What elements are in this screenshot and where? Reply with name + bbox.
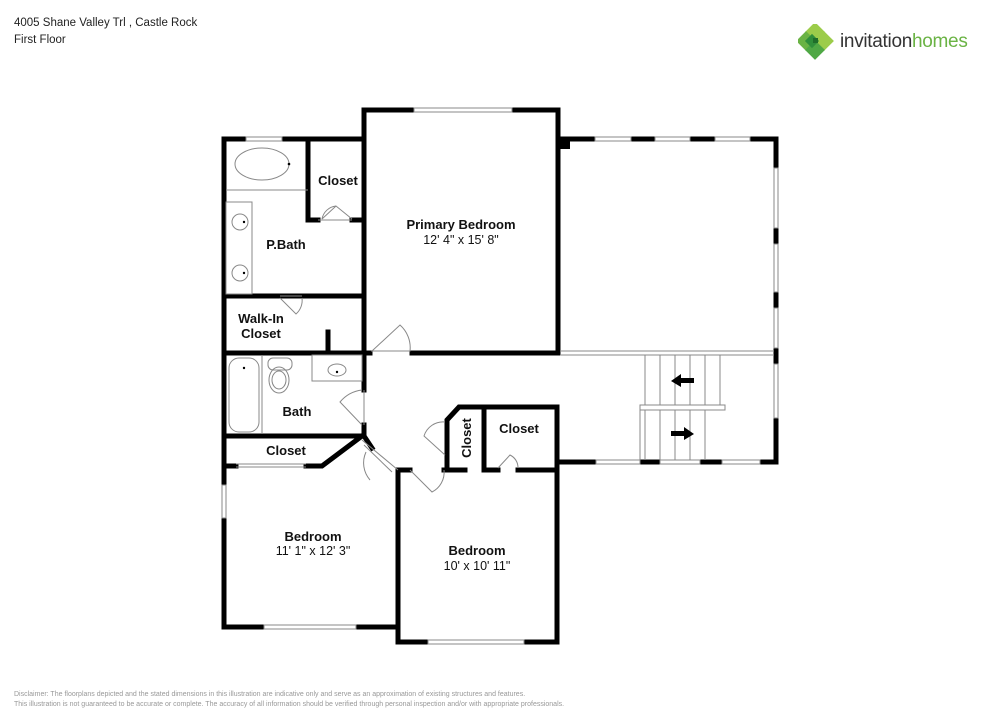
disclaimer: Disclaimer: The floorplans depicted and … <box>14 690 564 710</box>
disclaimer-line-1: Disclaimer: The floorplans depicted and … <box>14 691 526 698</box>
room-label-primary-bedroom: Primary Bedroom <box>406 217 515 232</box>
room-label-primary-closet: Closet <box>318 173 358 188</box>
property-address: 4005 Shane Valley Trl , Castle Rock <box>14 17 198 29</box>
brand-logo: invitationhomes <box>798 24 968 60</box>
walls <box>221 107 779 645</box>
room-dims-bedroom-3: 10' x 10' 11" <box>444 559 511 573</box>
floor-label: First Floor <box>14 34 66 46</box>
room-label-walk-in-line2: Closet <box>241 326 281 341</box>
column <box>560 139 570 149</box>
windows <box>221 107 779 645</box>
fixture-dots <box>242 162 339 374</box>
room-dims-primary-bedroom: 12' 4" x 15' 8" <box>423 233 499 247</box>
room-label-bedroom-3: Bedroom <box>448 543 505 558</box>
room-label-bath: Bath <box>283 404 312 419</box>
room-label-primary-bath: P.Bath <box>266 237 306 252</box>
room-label-hall-closet-vertical: Closet <box>459 417 474 457</box>
room-label-bedroom-2: Bedroom <box>284 529 341 544</box>
room-dims-bedroom-2: 11' 1" x 12' 3" <box>276 544 351 558</box>
stair-arrows <box>671 374 694 440</box>
room-label-walk-in-line1: Walk-In <box>238 311 284 326</box>
room-label-hall-closet-left: Closet <box>266 443 306 458</box>
room-label-hall-closet-right: Closet <box>499 421 539 436</box>
logo-text: invitationhomes <box>840 31 968 52</box>
arrow-left-icon <box>671 374 694 387</box>
disclaimer-line-2: This illustration is not guaranteed to b… <box>14 701 565 708</box>
header: 4005 Shane Valley Trl , Castle Rock Firs… <box>14 15 197 49</box>
clover-logo-icon <box>798 24 834 60</box>
fixtures <box>225 147 774 493</box>
arrow-right-icon <box>671 427 694 440</box>
